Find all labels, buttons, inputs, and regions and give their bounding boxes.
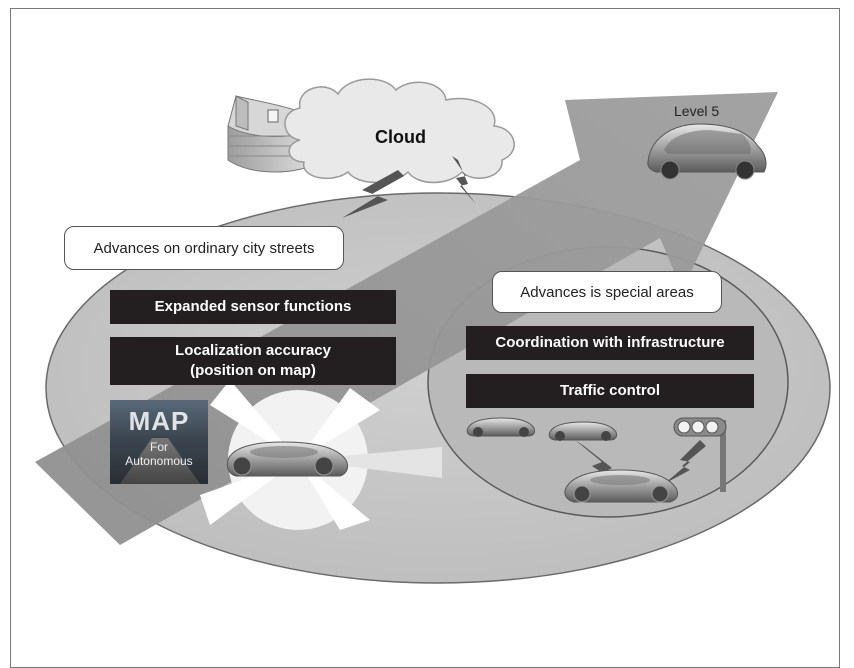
coordination-bar: Coordination with infrastructure bbox=[466, 326, 754, 360]
localization-line2: (position on map) bbox=[190, 362, 316, 379]
localization-line1: Localization accuracy bbox=[175, 342, 331, 359]
car-icon bbox=[548, 421, 617, 441]
lightning-icon bbox=[452, 156, 476, 204]
cloud-label: Cloud bbox=[375, 127, 426, 147]
car-icon bbox=[466, 417, 535, 437]
car-icon bbox=[564, 469, 679, 503]
lightning-icon bbox=[664, 440, 706, 484]
map-sub-line1: For bbox=[150, 440, 168, 454]
lightning-icon bbox=[575, 440, 628, 490]
car-icon bbox=[647, 123, 767, 180]
city-streets-callout: Advances on ordinary city streets bbox=[64, 226, 344, 270]
level-label: Level 5 bbox=[674, 103, 720, 119]
localization-bar: Localization accuracy (position on map) bbox=[110, 337, 396, 385]
lightning-icon bbox=[342, 170, 404, 218]
map-title: MAP bbox=[128, 406, 190, 436]
map-sub-line2: Autonomous bbox=[125, 454, 193, 468]
special-areas-callout: Advances is special areas bbox=[492, 271, 722, 313]
cloud-icon bbox=[284, 78, 515, 184]
progress-arrow bbox=[35, 92, 778, 545]
traffic-control-bar: Traffic control bbox=[466, 374, 754, 408]
sensor-functions-bar: Expanded sensor functions bbox=[110, 290, 396, 324]
traffic-light-icon bbox=[673, 417, 727, 492]
car-icon bbox=[226, 441, 349, 477]
map-tile: MAP For Autonomous bbox=[110, 400, 208, 484]
